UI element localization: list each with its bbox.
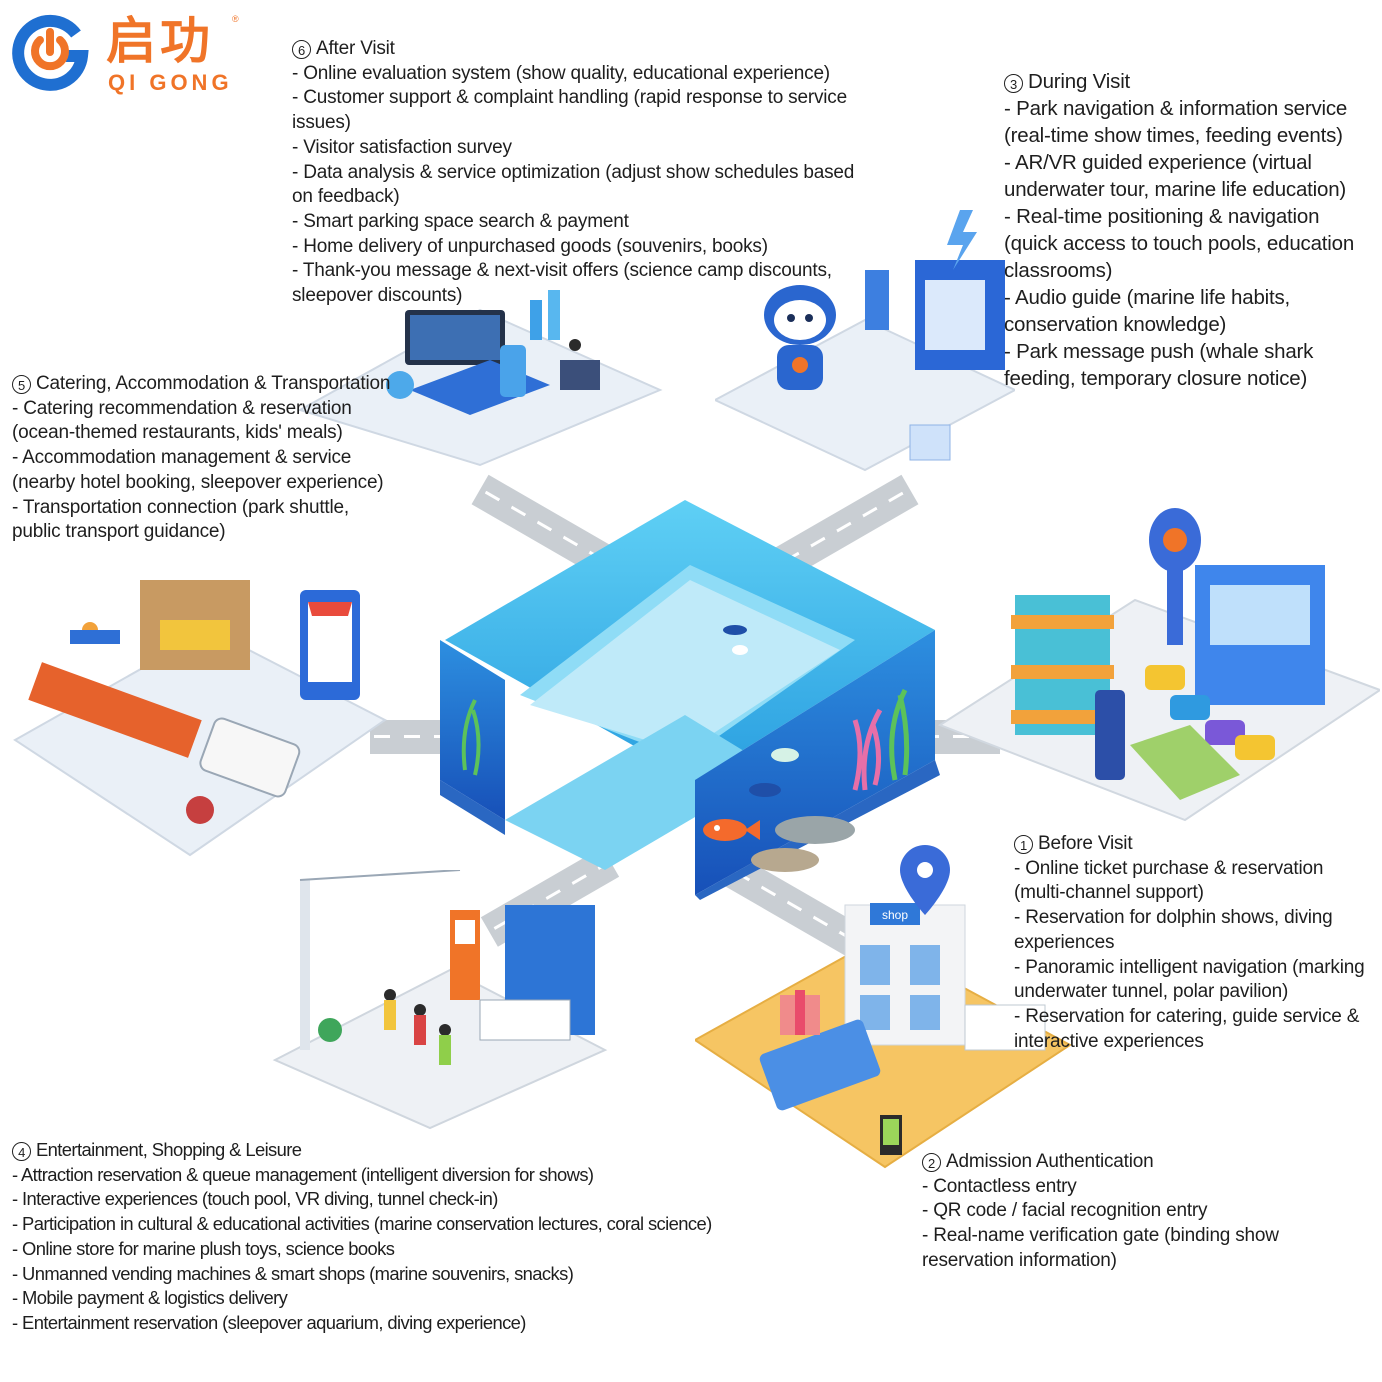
before-visit-scene [935,495,1382,825]
list-item: - Thank-you message & next-visit offers … [292,260,832,307]
logo-english-text: QI GONG [108,70,233,95]
list-item: - Contactless entry [922,1175,1077,1197]
list-item: - Real-time positioning & navigation (qu… [1004,205,1355,282]
number-badge: 3 [1004,74,1023,93]
number-badge: 1 [1014,835,1033,854]
list-item: - QR code / facial recognition entry [922,1200,1208,1222]
admission-scene: shop [693,845,1075,1170]
list-item: - Customer support & complaint handling … [292,87,847,134]
list-item: - Mobile payment & logistics delivery [12,1287,288,1309]
list-item: - Unmanned vending machines & smart shop… [12,1262,574,1284]
registered-mark: ® [232,14,239,24]
list-item: - Audio guide (marine life habits, conse… [1004,286,1291,336]
during-visit-scene [712,200,1018,480]
number-badge: 4 [12,1142,31,1161]
catering-scene [10,570,390,860]
list-item: - Online evaluation system (show quality… [292,62,830,84]
list-item: - Interactive experiences (touch pool, V… [12,1188,498,1210]
list-item: - Visitor satisfaction survey [292,136,512,158]
list-item: - Accommodation management & service (ne… [12,447,384,493]
list-item: - Home delivery of unpurchased goods (so… [292,235,768,257]
list-item: - Park message push (whale shark feeding… [1004,340,1314,390]
list-item: - Reservation for catering, guide servic… [1014,1005,1360,1052]
list-item: - Smart parking space search & payment [292,210,629,232]
list-item: - Online ticket purchase & reservation (… [1014,857,1324,904]
list-item: - Data analysis & service optimization (… [292,161,855,208]
list-item: - Attraction reservation & queue managem… [12,1163,594,1185]
list-item: - Online store for marine plush toys, sc… [12,1237,395,1259]
list-item: - Park navigation & information service … [1004,97,1348,147]
number-badge: 6 [292,40,311,59]
list-item: - Transportation connection (park shuttl… [12,496,349,543]
store-sign: shop [882,908,908,922]
number-badge: 2 [922,1153,941,1172]
list-item: - AR/VR guided experience (virtual under… [1004,151,1347,201]
list-item: - Real-name verification gate (binding s… [922,1225,1279,1271]
number-badge: 5 [12,375,31,394]
qigong-logo: 启功 ® QI GONG [10,12,240,96]
logo-chinese-text: 启功 [106,13,214,69]
list-item: - Participation in cultural & educationa… [12,1213,712,1235]
after-visit-scene [290,290,670,470]
list-item: - Catering recommendation & reservation … [12,397,352,444]
aquarium-tunnel-center [435,490,945,900]
list-item: - Panoramic intelligent navigation (mark… [1014,956,1365,1003]
list-item: - Entertainment reservation (sleepover a… [12,1311,526,1333]
power-g-logo-icon [12,14,89,91]
list-item: - Reservation for dolphin shows, diving … [1014,907,1333,953]
entertainment-scene [270,869,610,1130]
